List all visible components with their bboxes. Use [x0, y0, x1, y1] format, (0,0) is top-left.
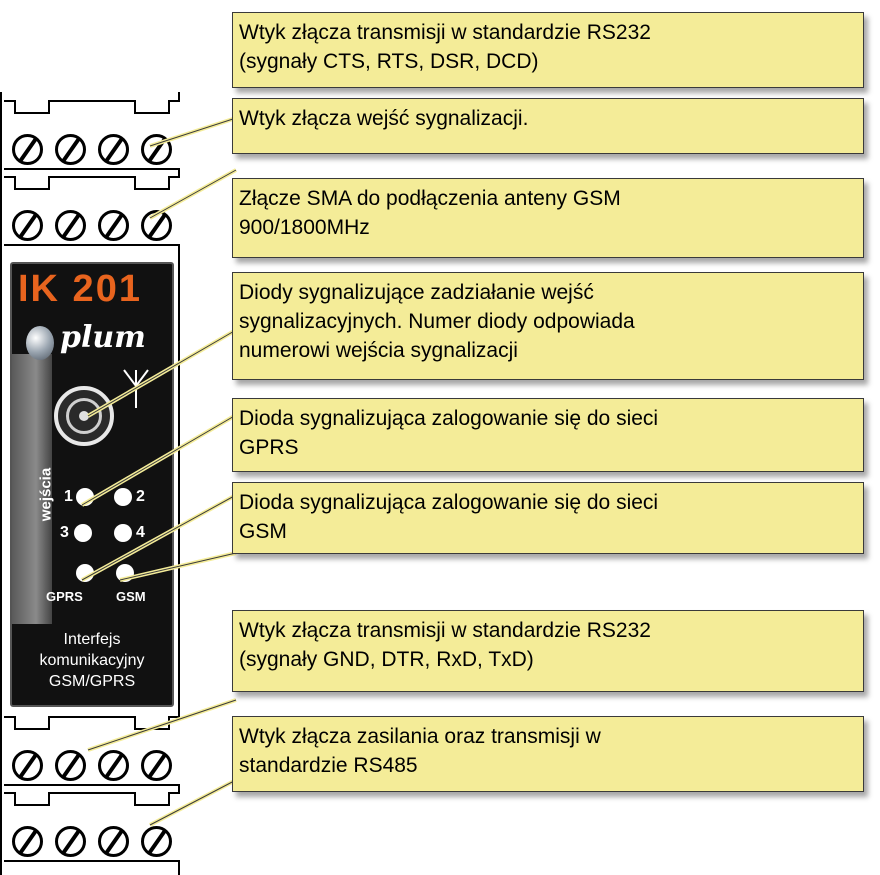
- sma-antenna-connector: [54, 386, 114, 446]
- led-2-number: 2: [136, 488, 145, 505]
- callout-line: Diody sygnalizujące zadziałanie wejść: [239, 281, 594, 304]
- callout-sma-antenna: Złącze SMA do podłączenia anteny GSM 900…: [232, 178, 864, 258]
- screw-icon: [141, 134, 172, 165]
- device-description-line: komunikacyjny: [39, 652, 145, 669]
- callout-line: GPRS: [239, 436, 299, 459]
- callout-line: (sygnały CTS, RTS, DSR, DCD): [239, 50, 539, 73]
- led-3: [74, 524, 92, 542]
- screw-icon: [55, 750, 86, 781]
- callout-power-rs485: Wtyk złącza zasilania oraz transmisji w …: [232, 716, 864, 792]
- callout-signal-inputs: Wtyk złącza wejść sygnalizacji.: [232, 98, 864, 154]
- callout-line: GSM: [239, 520, 287, 543]
- plum-logo: plum: [26, 320, 166, 364]
- device-description: Interfejs komunikacyjny GSM/GPRS: [12, 629, 172, 692]
- led-1-number: 1: [64, 488, 73, 505]
- panel-strip: [12, 354, 52, 624]
- model-label: IK 201: [18, 268, 142, 310]
- front-panel: IK 201 plum wejścia 1 2 3 4 GPRS GSM: [10, 262, 174, 707]
- screw-icon: [98, 134, 129, 165]
- led-4: [114, 524, 132, 542]
- led-2: [114, 488, 132, 506]
- led-4-number: 4: [136, 524, 145, 541]
- screw-icon: [98, 750, 129, 781]
- callout-line: numerowi wejścia sygnalizacji: [239, 339, 518, 362]
- callout-gprs-led: Dioda sygnalizująca zalogowanie się do s…: [232, 398, 864, 472]
- callout-line: 900/1800MHz: [239, 216, 370, 239]
- screw-icon: [55, 134, 86, 165]
- callout-rs232-bottom: Wtyk złącza transmisji w standardzie RS2…: [232, 610, 864, 692]
- callout-line: Dioda sygnalizująca zalogowanie się do s…: [239, 407, 659, 430]
- screw-icon: [141, 750, 172, 781]
- device-description-line: Interfejs: [63, 631, 121, 648]
- terminal-block-rs232-bottom: [4, 716, 180, 786]
- callout-line: (sygnały GND, DTR, RxD, TxD): [239, 648, 534, 671]
- screw-icon: [12, 750, 43, 781]
- screw-icon: [12, 134, 43, 165]
- logo-dot-icon: [26, 326, 54, 360]
- terminal-block-power-rs485: [4, 792, 180, 862]
- callout-line: standardzie RS485: [239, 754, 418, 777]
- callout-line: Wtyk złącza zasilania oraz transmisji w: [239, 725, 601, 748]
- ik201-device: IK 201 plum wejścia 1 2 3 4 GPRS GSM: [0, 92, 180, 875]
- led-3-number: 3: [60, 524, 69, 541]
- callout-line: Złącze SMA do podłączenia anteny GSM: [239, 187, 621, 210]
- callout-gsm-led: Dioda sygnalizująca zalogowanie się do s…: [232, 482, 864, 554]
- callout-line: Wtyk złącza transmisji w standardzie RS2…: [239, 21, 651, 44]
- callout-line: sygnalizacyjnych. Numer diody odpowiada: [239, 310, 635, 333]
- screw-icon: [141, 210, 172, 241]
- screw-icon: [141, 826, 172, 857]
- screw-icon: [12, 826, 43, 857]
- screw-icon: [55, 210, 86, 241]
- led-gprs-label: GPRS: [46, 589, 83, 604]
- callout-input-leds: Diody sygnalizujące zadziałanie wejść sy…: [232, 272, 864, 380]
- callout-line: Dioda sygnalizująca zalogowanie się do s…: [239, 491, 659, 514]
- terminal-block-rs232-top: [4, 100, 180, 170]
- terminal-block-inputs: [4, 176, 180, 246]
- screw-icon: [98, 210, 129, 241]
- screw-icon: [12, 210, 43, 241]
- led-gsm-label: GSM: [116, 589, 146, 604]
- logo-text: plum: [60, 320, 146, 355]
- callout-line: Wtyk złącza transmisji w standardzie RS2…: [239, 619, 651, 642]
- device-description-line: GSM/GPRS: [48, 673, 136, 690]
- screw-icon: [55, 826, 86, 857]
- callout-rs232-top: Wtyk złącza transmisji w standardzie RS2…: [232, 12, 864, 88]
- callout-line: Wtyk złącza wejść sygnalizacji.: [239, 107, 529, 130]
- screw-icon: [98, 826, 129, 857]
